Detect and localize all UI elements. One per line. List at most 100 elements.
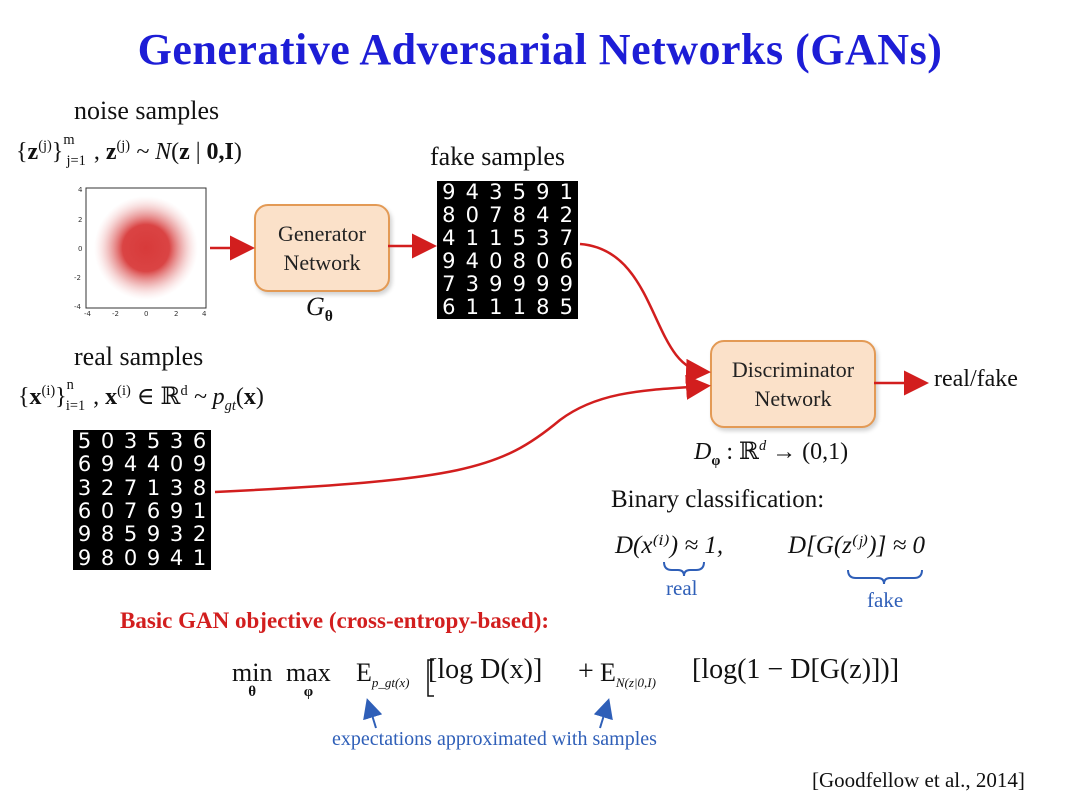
fake-digit: 1 (512, 295, 526, 319)
discriminator-line1: Discriminator (731, 357, 855, 382)
arrow-real-to-discriminator (214, 374, 711, 494)
real-digit: 9 (169, 499, 184, 524)
objective-heading: Basic GAN objective (cross-entropy-based… (120, 608, 550, 633)
x-tick: -2 (112, 310, 119, 318)
real-digit: 0 (123, 545, 138, 570)
citation: [Goodfellow et al., 2014] (812, 768, 1025, 792)
fake-digit: 9 (512, 272, 526, 296)
plus-sign: + (578, 656, 594, 687)
fake-digit: 1 (559, 181, 573, 204)
generator-line2: Network (283, 250, 361, 275)
fake-annotation: fake (867, 588, 904, 612)
brace-fake (847, 569, 923, 585)
fake-digit: 4 (536, 203, 550, 227)
slide-title: Generative Adversarial Networks (GANs) (137, 25, 943, 74)
real-digit: 9 (146, 522, 161, 547)
generator-line1: Generator (278, 221, 366, 246)
real-digit: 0 (100, 499, 115, 524)
fake-digit: 7 (489, 203, 503, 227)
brace-real (663, 561, 705, 577)
fake-digit: 9 (442, 181, 456, 204)
fake-digit: 3 (489, 181, 503, 204)
real-digit: 4 (169, 545, 184, 570)
real-digit: 7 (123, 475, 138, 500)
real-digit: 6 (192, 430, 207, 454)
fake-digit: 5 (512, 226, 526, 250)
expectations-note: expectations approximated with samples (332, 728, 657, 750)
real-digit: 3 (123, 430, 138, 454)
real-digit: 6 (77, 499, 92, 524)
fake-digit: 4 (465, 249, 479, 273)
real-digit: 5 (77, 430, 92, 454)
discriminator-mapping: Dφ : ℝd → (0,1) (694, 438, 849, 469)
x-tick: 4 (202, 310, 207, 318)
discriminator-line2: Network (754, 386, 832, 411)
real-digit: 6 (146, 499, 161, 524)
fake-digit: 9 (489, 272, 503, 296)
fake-digit: 9 (536, 272, 550, 296)
real-digit: 9 (192, 452, 207, 477)
fake-digit: 1 (465, 295, 479, 319)
real-digit: 2 (100, 475, 115, 500)
generator-symbol: Gθ (306, 292, 333, 326)
real-digit: 3 (169, 430, 184, 454)
noise-scatter-svg: -4 -2 0 2 4 4 2 0 -2 -4 (74, 186, 207, 318)
fake-digit: 6 (559, 249, 573, 273)
x-tick: -4 (84, 310, 92, 318)
fake-digit: 9 (536, 181, 550, 204)
y-tick: -4 (74, 303, 82, 311)
y-tick: 0 (78, 245, 82, 253)
fake-digit: 8 (442, 203, 456, 227)
fake-digit: 3 (465, 272, 479, 296)
fake-digit: 8 (512, 249, 526, 273)
fake-digit: 0 (465, 203, 479, 227)
fake-digit: 8 (536, 295, 550, 319)
real-digit: 7 (123, 499, 138, 524)
real-digit: 9 (146, 545, 161, 570)
fake-digit: 1 (489, 295, 503, 319)
real-digit: 1 (192, 499, 207, 524)
real-digit: 3 (77, 475, 92, 500)
real-digit: 4 (146, 452, 161, 477)
arrow-fake-to-discriminator (579, 242, 711, 384)
output-label: real/fake (934, 366, 1018, 392)
real-digit: 8 (100, 545, 115, 570)
fake-digit: 1 (489, 226, 503, 250)
noise-formula: {z(j)}mj=1, z(j) ~ N(z | 0,I) (16, 132, 242, 169)
real-digit: 3 (169, 522, 184, 547)
fake-digit: 0 (536, 249, 550, 273)
fake-digit: 1 (465, 226, 479, 250)
expectation-real: Ep_gt(x) (356, 658, 410, 691)
term-log-one-minus-d: [log(1 − D[G(z)])] (692, 654, 900, 685)
term-log-d-real: [log D(x)] (428, 654, 543, 685)
real-digit: 4 (123, 452, 138, 477)
fake-digit: 3 (536, 226, 550, 250)
fake-digit: 2 (559, 203, 573, 227)
fake-heading: fake samples (430, 142, 566, 171)
expectation-fake: EN(z|0,I) (600, 658, 656, 691)
real-digit: 9 (77, 545, 92, 570)
binary-expr-fake: D[G(z⁽ʲ⁾)] ≈ 0 (788, 532, 926, 559)
x-tick: 0 (144, 310, 148, 318)
real-digit: 6 (77, 452, 92, 477)
y-tick: -2 (74, 274, 81, 282)
y-tick: 4 (78, 186, 83, 194)
real-digit: 0 (169, 452, 184, 477)
fake-digit: 4 (442, 226, 456, 250)
real-digit: 5 (146, 430, 161, 454)
fake-digit: 5 (512, 181, 526, 204)
real-digit: 9 (100, 452, 115, 477)
fake-digit: 9 (442, 249, 456, 273)
real-digit: 8 (192, 475, 207, 500)
y-tick: 2 (78, 216, 82, 224)
binary-expr-real: D(x⁽ⁱ⁾) ≈ 1, (615, 532, 724, 559)
arrow-note-to-e2 (593, 698, 613, 729)
noise-heading: noise samples (74, 96, 220, 125)
arrow-note-to-e1 (363, 698, 383, 729)
